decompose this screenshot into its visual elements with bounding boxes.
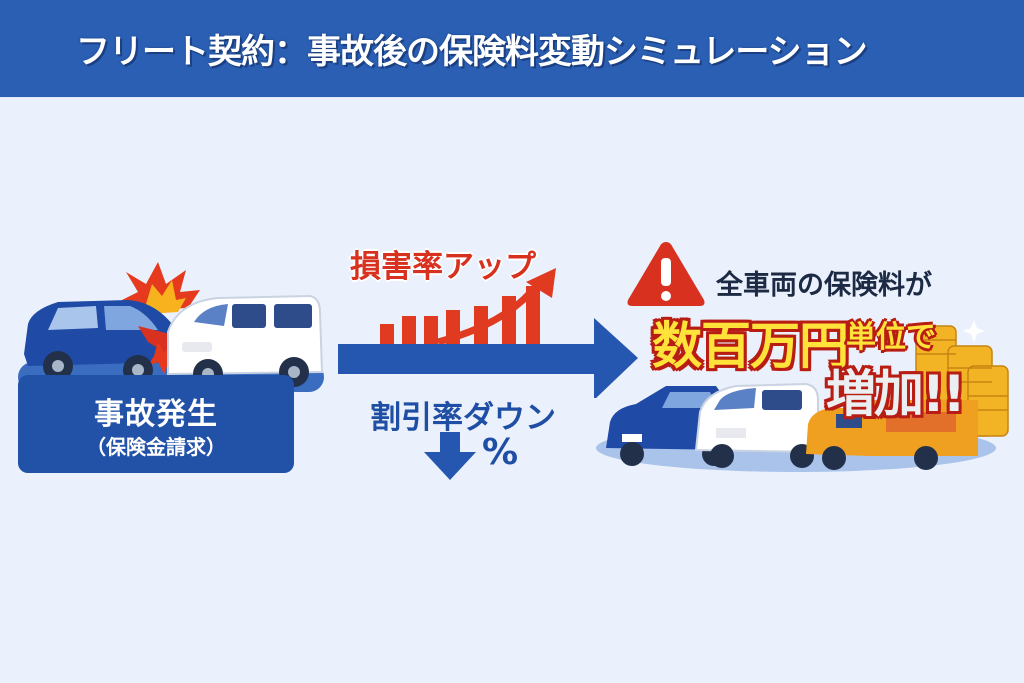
increase-text: 増加!!	[826, 365, 966, 423]
warning-icon	[627, 242, 705, 306]
loss-ratio-up-label: 損害率アップ	[350, 249, 536, 285]
all-vehicles-heading: 全車両の保険料が	[716, 270, 932, 301]
car-collision-icon	[24, 262, 324, 389]
page-title: フリート契約：事故後の保険料変動シミュレーション	[76, 32, 868, 72]
main-right-arrow-icon	[338, 318, 638, 398]
accident-label-box: 事故発生 （保険金請求）	[18, 375, 294, 473]
discount-down-label: 割引率ダウン	[370, 400, 556, 436]
amount-text: 数百万円	[652, 317, 849, 375]
down-arrow-icon	[424, 432, 476, 480]
fleet-vehicles-and-coins-icon	[596, 320, 1009, 472]
header-banner: フリート契約：事故後の保険料変動シミュレーション	[0, 0, 1024, 98]
accident-subtitle: （保険金請求）	[86, 435, 226, 459]
percent-symbol: %	[482, 432, 519, 473]
accident-title: 事故発生	[94, 397, 218, 432]
unit-text: 単位で	[846, 320, 936, 355]
rising-bar-chart-icon	[380, 268, 556, 348]
